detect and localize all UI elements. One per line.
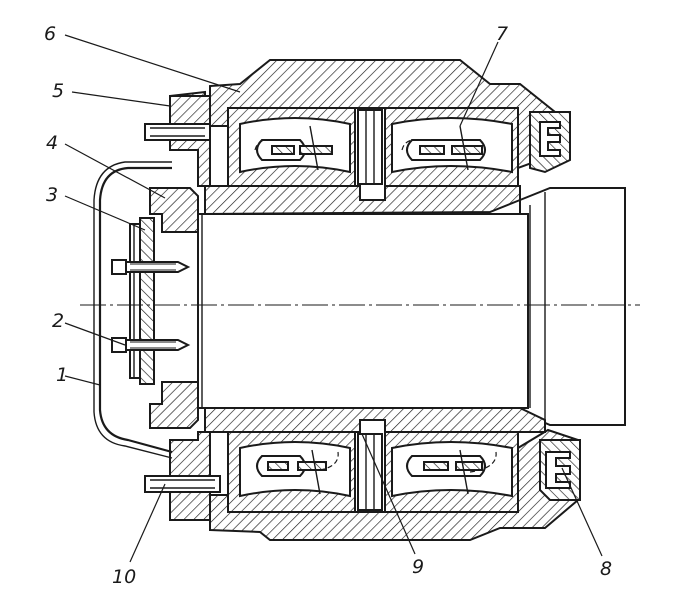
roller-bearing-lower-left <box>227 431 356 513</box>
leader-3 <box>64 195 146 231</box>
callout-8: 8 <box>600 558 612 580</box>
leader-8 <box>561 467 603 557</box>
leader-lines <box>64 34 603 563</box>
callout-1: 1 <box>56 364 68 386</box>
leader-9 <box>361 433 416 555</box>
roller-bearing-lower-right <box>384 431 519 513</box>
roller-bearing-upper-right <box>384 107 519 187</box>
leader-6 <box>64 34 241 93</box>
leader-5 <box>71 91 171 107</box>
callout-10: 10 <box>112 566 136 588</box>
callout-3: 3 <box>46 184 58 206</box>
inner-ring-upper <box>204 185 521 216</box>
callout-6: 6 <box>44 23 56 45</box>
leader-1 <box>64 375 101 386</box>
leader-10 <box>129 483 166 563</box>
leader-7 <box>459 41 499 127</box>
callout-4: 4 <box>46 132 58 154</box>
end-plate <box>129 217 155 385</box>
labyrinth-seal-lower <box>539 439 581 501</box>
lock-nut <box>149 187 199 429</box>
callout-7: 7 <box>496 23 508 45</box>
end-plate-bolts <box>111 259 191 353</box>
roller-bearing-upper-left <box>227 107 356 187</box>
inner-ring-lower <box>204 407 546 433</box>
leader-2 <box>64 322 126 346</box>
shaft <box>519 187 626 426</box>
spacer-ring-upper <box>357 109 383 185</box>
callout-9: 9 <box>412 556 424 578</box>
callout-5: 5 <box>52 80 64 102</box>
end-flange-upper <box>144 95 211 187</box>
callout-2: 2 <box>52 310 64 332</box>
bore <box>197 213 529 409</box>
leader-4 <box>64 143 166 199</box>
end-flange-lower <box>144 431 221 521</box>
labyrinth-seal-upper <box>529 111 571 174</box>
spacer-ring-lower <box>357 433 383 511</box>
